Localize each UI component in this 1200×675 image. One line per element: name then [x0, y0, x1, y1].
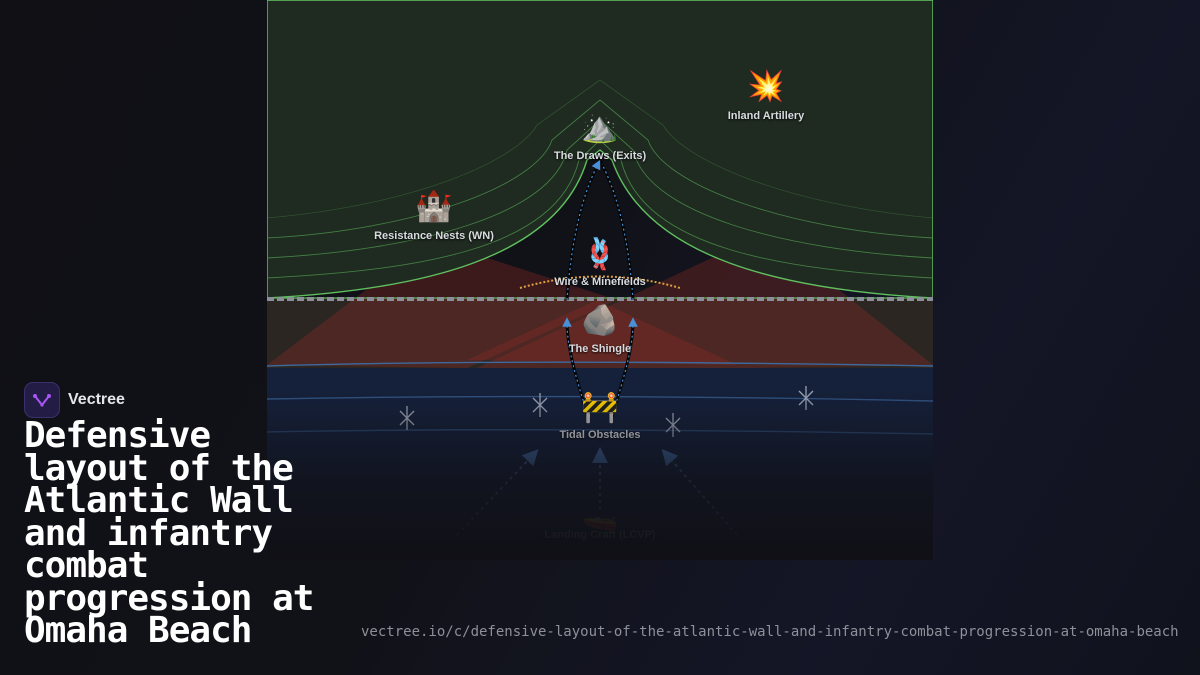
brand-name: Vectree [68, 391, 125, 408]
fire-zone-left [267, 240, 617, 368]
brand[interactable]: Vectree [24, 382, 125, 418]
vectree-logo-icon [24, 382, 60, 418]
page-title: Defensive layout of the Atlantic Wall an… [24, 415, 314, 651]
explosion-icon: 💥 [747, 69, 785, 104]
contour-lines-faint [267, 79, 933, 219]
barrier-icon: 🚧 [581, 390, 619, 425]
omaha-beach-diagram: 💥 Inland Artillery ⛰️ The Draws (Exits) … [267, 0, 933, 560]
castle-icon: 🏰 [415, 189, 453, 224]
node-label-resistance-nests: Resistance Nests (WN) [374, 230, 494, 242]
beach-zone [267, 298, 933, 368]
node-label-draws: The Draws (Exits) [553, 150, 647, 162]
mountain-icon: ⛰️ [581, 110, 619, 145]
wire-arc [519, 275, 681, 289]
fire-zone-center [467, 300, 737, 365]
knot-icon: 🪢 [581, 237, 619, 272]
bluff-zone [267, 0, 933, 299]
node-label-shingle: The Shingle [568, 343, 632, 355]
rock-icon: 🪨 [581, 303, 619, 338]
page-url[interactable]: vectree.io/c/defensive-layout-of-the-atl… [361, 624, 1179, 640]
node-label-landing-craft: Landing Craft (LCVP) [544, 529, 656, 541]
contour-lines [267, 99, 933, 279]
node-label-inland-artillery: Inland Artillery [727, 110, 805, 122]
boat-icon: 🚤 [581, 497, 619, 532]
fire-zone-right [477, 232, 933, 368]
node-label-tidal-obstacles: Tidal Obstacles [559, 429, 641, 441]
node-label-wire-minefields: Wire & Minefields [554, 276, 646, 288]
